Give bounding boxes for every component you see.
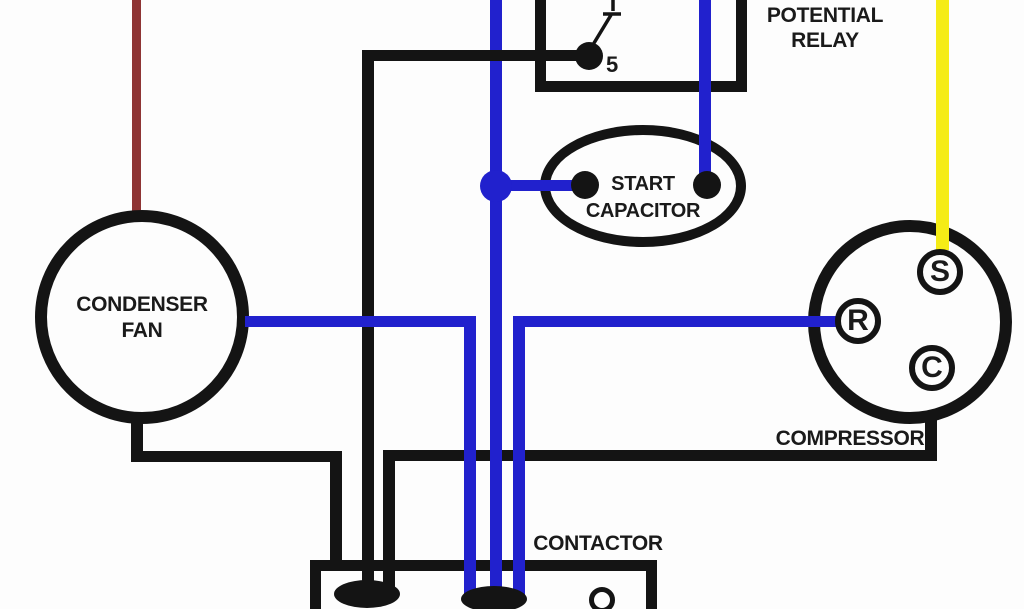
blue-wire-junction-dot bbox=[480, 170, 512, 202]
condenser-fan-label-line2: FAN bbox=[121, 319, 163, 342]
start-capacitor-label-line2: CAPACITOR bbox=[585, 200, 701, 222]
compressor-terminal-s: S bbox=[917, 249, 963, 295]
compressor-terminal-c: C bbox=[909, 345, 955, 391]
contactor-box bbox=[310, 560, 657, 609]
potential-relay-label-line2: RELAY bbox=[791, 29, 859, 52]
condenser-fan-label-line1: CONDENSER bbox=[76, 293, 208, 316]
compressor-r-wire-horizontal bbox=[513, 316, 840, 327]
potential-relay-box bbox=[535, 0, 747, 92]
potential-relay-label-line1: POTENTIAL bbox=[766, 4, 884, 27]
contactor-label: CONTACTOR bbox=[533, 532, 663, 555]
fan-blue-wire-horizontal bbox=[245, 316, 476, 327]
compressor-r-wire-vertical bbox=[513, 316, 525, 599]
capacitor-right-terminal-dot bbox=[693, 171, 721, 199]
capacitor-left-terminal-dot bbox=[571, 171, 599, 199]
fan-to-contactor-wire-vertical bbox=[330, 451, 342, 566]
contactor-left-lug bbox=[334, 580, 400, 608]
compressor-c-wire-horizontal bbox=[383, 450, 937, 461]
main-blue-vertical-wire bbox=[490, 0, 502, 600]
potential-relay-label: POTENTIAL RELAY bbox=[740, 3, 910, 53]
fan-bottom-wire-horizontal bbox=[131, 451, 342, 462]
start-capacitor-label: START CAPACITOR bbox=[552, 171, 734, 225]
fan-supply-wire-red bbox=[132, 0, 141, 222]
contactor-right-lug bbox=[461, 586, 527, 609]
start-capacitor-ellipse bbox=[540, 125, 746, 247]
compressor-c-to-contactor-wire bbox=[383, 450, 395, 590]
relay-terminal5-horizontal-wire bbox=[362, 50, 592, 61]
start-capacitor-label-line1: START bbox=[611, 173, 675, 195]
relay-terminal5-label: 5 bbox=[606, 52, 618, 77]
condenser-fan-label: CONDENSER FAN bbox=[35, 292, 249, 344]
contactor-screw-terminal bbox=[589, 587, 615, 609]
relay-switch-contact-icon bbox=[589, 0, 621, 49]
compressor-terminal-r: R bbox=[835, 298, 881, 344]
compressor-label: COMPRESSOR bbox=[775, 427, 925, 450]
relay-terminal5-dot bbox=[575, 42, 603, 70]
compressor-s-wire-yellow bbox=[936, 0, 949, 250]
relay-to-capacitor-wire bbox=[699, 0, 711, 185]
junction-to-capacitor-wire bbox=[496, 180, 586, 191]
fan-blue-wire-vertical bbox=[464, 316, 476, 599]
